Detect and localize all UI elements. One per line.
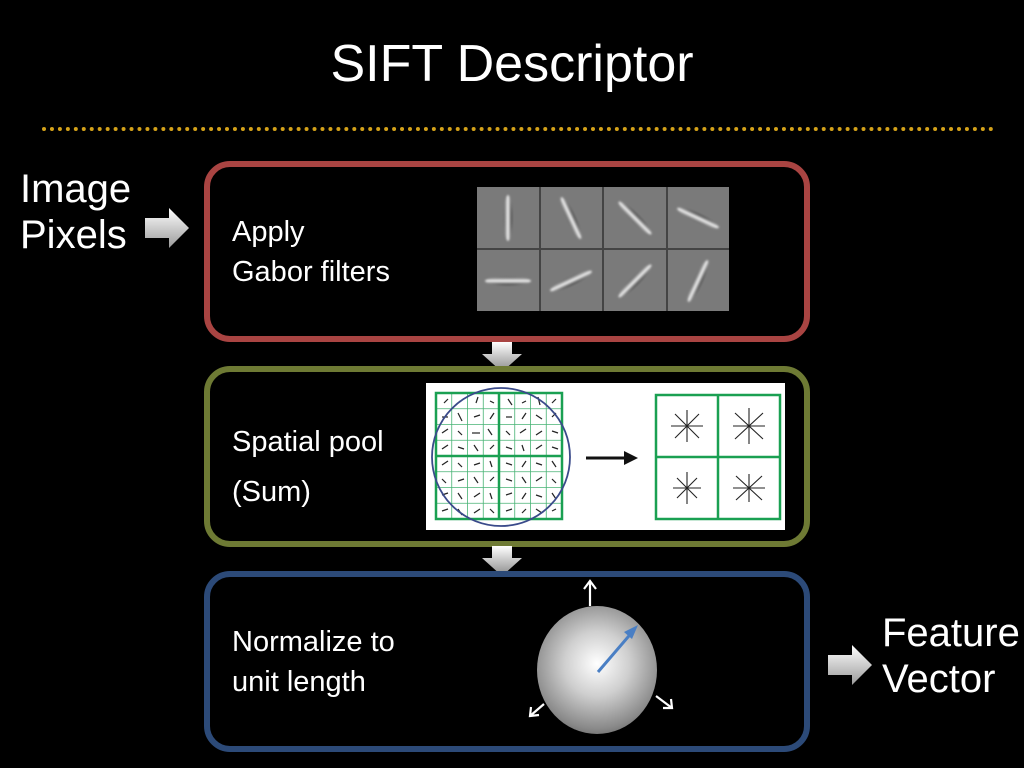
step-normalize-line1: Normalize to <box>232 626 395 658</box>
step-normalize-box <box>204 571 810 752</box>
spatial-pool-image <box>426 383 785 530</box>
output-label: Feature Vector <box>882 610 1020 702</box>
step-pool-line2: (Sum) <box>232 476 311 508</box>
gabor-filter <box>477 187 539 248</box>
gabor-filter <box>667 250 729 311</box>
gabor-filter <box>540 250 602 311</box>
gabor-filter-bank-image <box>477 187 729 311</box>
gabor-filter <box>477 250 539 311</box>
gabor-filter <box>604 250 666 311</box>
output-label-line1: Feature <box>882 611 1020 655</box>
normalization-arrows <box>528 579 674 718</box>
vector-arrow-icon <box>596 625 638 673</box>
input-label-line2: Pixels <box>20 213 127 257</box>
input-label-line1: Image <box>20 167 132 211</box>
step-gabor-text: Apply Gabor filters <box>232 212 390 292</box>
gabor-filter <box>604 187 666 248</box>
slide-title: SIFT Descriptor <box>330 35 694 93</box>
down-arrow-icon <box>482 546 522 576</box>
input-label: Image Pixels <box>20 166 131 258</box>
step-pool-text: Spatial pool (Sum) <box>232 417 384 517</box>
output-label-line2: Vector <box>882 657 996 701</box>
spatial-pool-illustration <box>431 387 782 527</box>
step-gabor-line2: Gabor filters <box>232 256 390 288</box>
gabor-filter <box>540 187 602 248</box>
step-gabor-line1: Apply <box>232 216 305 248</box>
step-gabor-box <box>204 161 810 342</box>
step-pool-line1: Spatial pool <box>232 426 384 458</box>
step-pool-box <box>204 366 810 547</box>
step-normalize-text: Normalize to unit length <box>232 622 395 702</box>
title-divider <box>42 127 994 131</box>
input-arrow-icon <box>145 208 189 248</box>
outward-arrows-icon <box>528 579 674 718</box>
gabor-filter <box>667 187 729 248</box>
down-arrow-icon <box>482 342 522 372</box>
step-normalize-line2: unit length <box>232 666 366 698</box>
output-arrow-icon <box>828 645 872 685</box>
